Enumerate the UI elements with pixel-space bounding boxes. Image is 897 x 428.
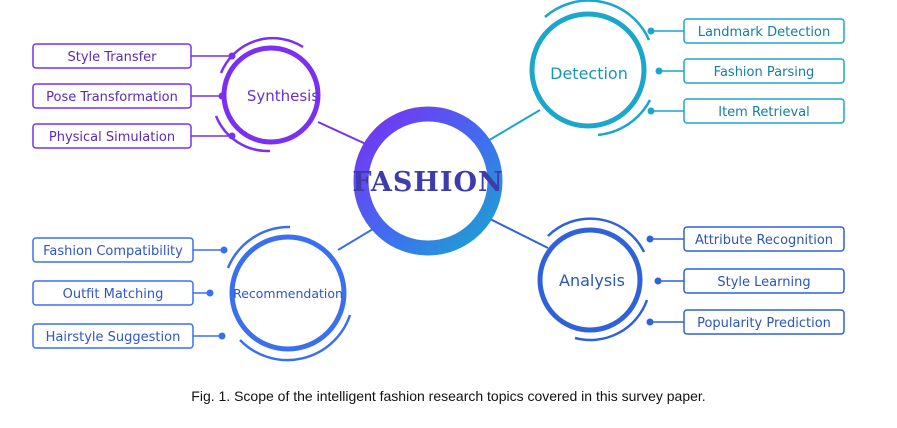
hub-label-analysis: Analysis [559, 271, 625, 290]
item-label: Pose Transformation [46, 90, 178, 105]
item-label: Popularity Prediction [697, 316, 831, 331]
cluster-analysis: Analysis Attribute Recognition Style Lea… [537, 217, 845, 342]
connector-recommendation [337, 225, 379, 251]
item-popularity-prediction: Popularity Prediction [646, 309, 845, 335]
item-style-transfer: Style Transfer [32, 43, 236, 69]
cluster-recommendation: Recommendation Fashion Compatibility Out… [32, 225, 352, 362]
item-hairstyle-suggestion: Hairstyle Suggestion [32, 323, 226, 349]
hub-label-detection: Detection [550, 64, 628, 83]
item-label: Style Transfer [67, 50, 157, 65]
item-item-retrieval: Item Retrieval [647, 98, 845, 124]
item-outfit-matching: Outfit Matching [32, 280, 214, 306]
cluster-detection: Detection Landmark Detection Fashion Par… [529, 0, 845, 137]
connector-detection [485, 109, 541, 143]
core-label: FASHION [352, 167, 503, 198]
item-label: Fashion Parsing [714, 65, 815, 80]
connector-analysis [487, 217, 549, 249]
item-fashion-compatibility: Fashion Compatibility [32, 237, 228, 263]
core-node: FASHION [352, 106, 503, 256]
item-fashion-parsing: Fashion Parsing [655, 58, 845, 84]
item-label: Fashion Compatibility [43, 244, 183, 259]
item-label: Landmark Detection [698, 25, 831, 40]
item-pose-transformation: Pose Transformation [32, 83, 226, 109]
figure-caption: Fig. 1. Scope of the intelligent fashion… [191, 388, 706, 404]
item-label: Hairstyle Suggestion [46, 330, 181, 345]
item-label: Attribute Recognition [695, 233, 833, 248]
hub-label-recommendation: Recommendation [233, 286, 343, 301]
item-label: Physical Simulation [49, 130, 175, 145]
item-style-learning: Style Learning [654, 268, 845, 294]
item-landmark-detection: Landmark Detection [647, 18, 845, 44]
hub-label-synthesis: Synthesis [247, 87, 320, 105]
connector-synthesis [317, 121, 369, 146]
item-label: Item Retrieval [718, 105, 810, 120]
item-attribute-recognition: Attribute Recognition [646, 226, 845, 252]
item-label: Outfit Matching [63, 287, 164, 302]
item-physical-simulation: Physical Simulation [32, 123, 236, 149]
cluster-synthesis: Synthesis Style Transfer Pose Transforma… [32, 36, 321, 153]
core-connectors [317, 109, 549, 251]
item-label: Style Learning [717, 275, 810, 290]
